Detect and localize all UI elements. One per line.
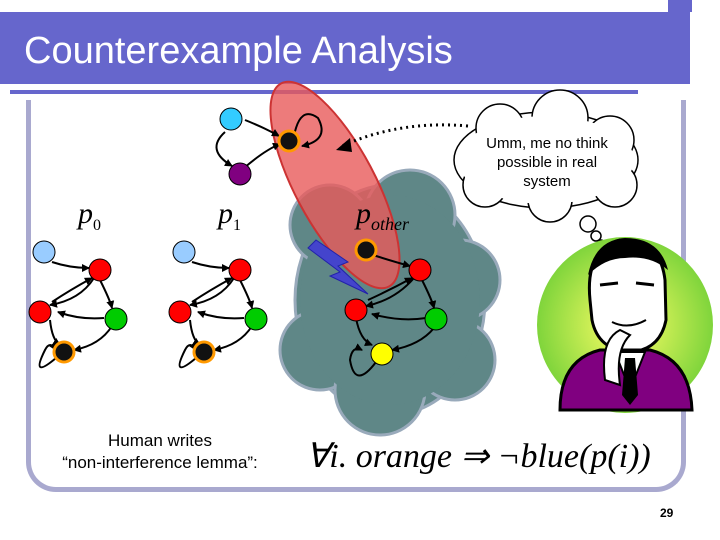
non-interference-formula: ∀i. orange ⇒ ¬blue(p(i)): [306, 438, 651, 475]
p1-node-green: [244, 307, 268, 331]
thought-bubble-text: Umm, me no think possible in real system: [472, 134, 622, 191]
human-caption: Human writes “non-interference lemma”:: [40, 430, 280, 474]
title-bar-accent: [668, 0, 692, 12]
thought-dot-medium: [590, 230, 602, 242]
p1-node-red-a: [228, 258, 252, 282]
p0-graph: [38, 261, 115, 369]
node-purple: [228, 162, 252, 186]
pother-node-red-a: [408, 258, 432, 282]
pother-graph: [348, 254, 437, 377]
pother-node-red-b: [344, 298, 368, 322]
pother-label: pother: [356, 197, 409, 235]
thinking-man-image: [537, 237, 713, 413]
p0-node-red-a: [88, 258, 112, 282]
p0-node-black: [52, 340, 76, 364]
p0-label: p0: [78, 197, 101, 235]
node-black: [277, 129, 301, 153]
top-process-graph: [215, 113, 323, 169]
pother-node-green: [424, 307, 448, 331]
slide-title: Counterexample Analysis: [24, 30, 453, 72]
p1-graph: [178, 261, 255, 369]
human-caption-line-2: “non-interference lemma”:: [62, 453, 258, 472]
p1-node-black: [192, 340, 216, 364]
p1-node-blue: [172, 240, 196, 264]
highlight-ellipse: [269, 80, 401, 290]
thought-line-2: possible in real: [496, 154, 598, 171]
p0-node-blue: [32, 240, 56, 264]
pother-node-yellow: [370, 342, 394, 366]
node-cyan: [219, 107, 243, 131]
thought-dot-large: [579, 215, 597, 233]
thought-line-3: system: [523, 173, 571, 190]
p0-node-green: [104, 307, 128, 331]
thought-line-1: Umm, me no think: [486, 135, 608, 152]
p1-label: p1: [218, 197, 241, 235]
p0-node-red-b: [28, 300, 52, 324]
dotted-arrow: [341, 123, 469, 148]
title-bar: [0, 12, 690, 84]
page-number: 29: [660, 506, 674, 520]
title-underline: [10, 90, 638, 94]
pother-node-black: [354, 238, 378, 262]
human-caption-line-1: Human writes: [108, 431, 212, 450]
p1-node-red-b: [168, 300, 192, 324]
lightning-icon: [307, 239, 369, 295]
